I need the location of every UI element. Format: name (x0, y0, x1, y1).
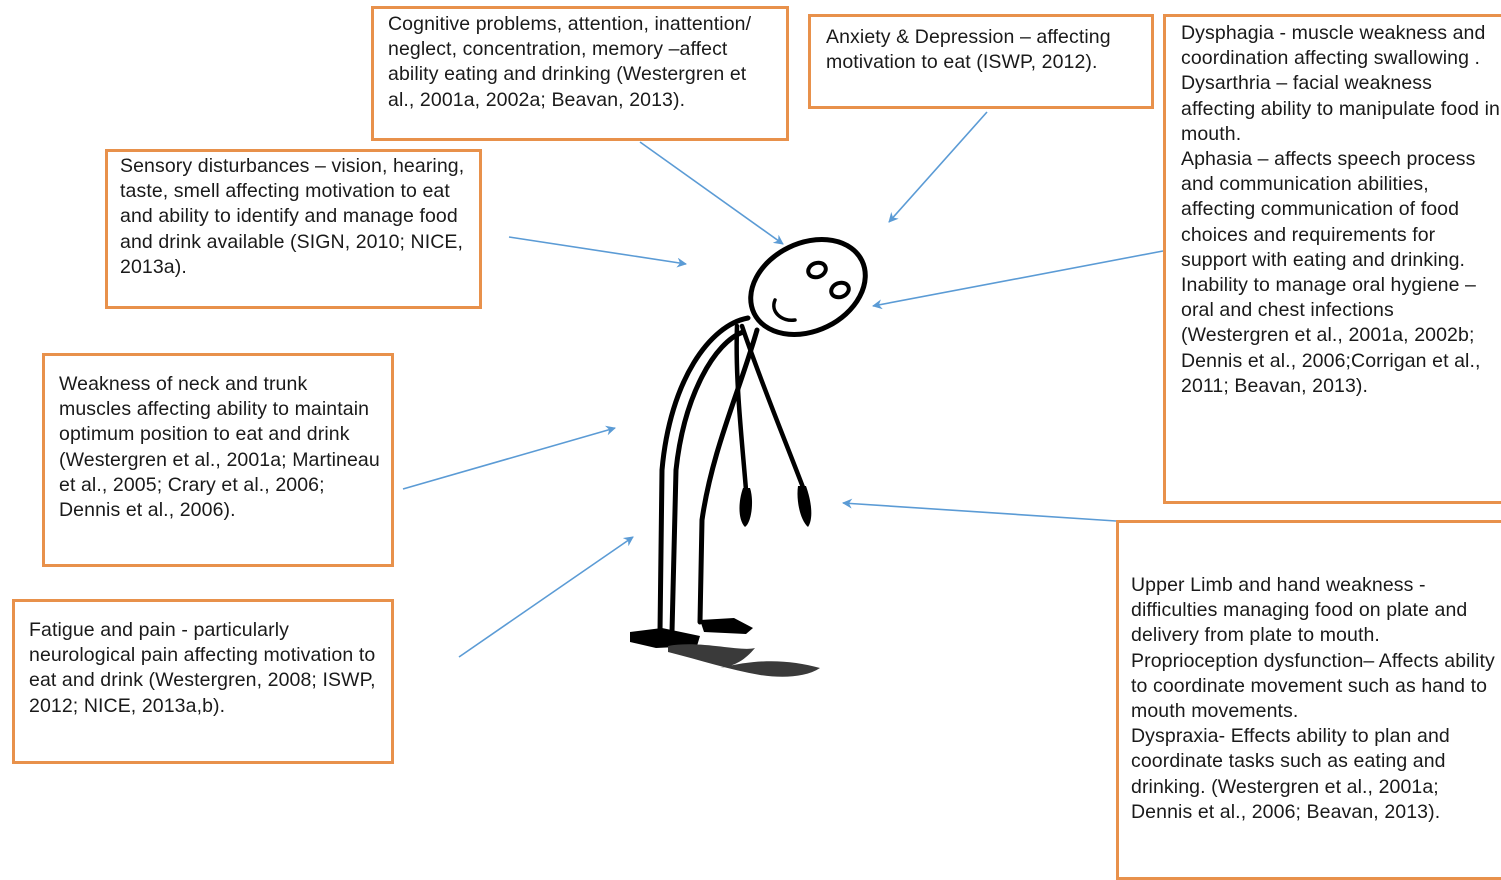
cognitive-text: Cognitive problems, attention, inattenti… (388, 13, 752, 111)
dysphagia-text: Dysphagia - muscle weakness and coordina… (1181, 22, 1486, 70)
figure-left-foot (630, 628, 700, 648)
figure-shadow (668, 644, 820, 677)
neck-trunk-weakness-box: Weakness of neck and trunk muscles affec… (42, 353, 394, 567)
upper-limb-box: Upper Limb and hand weakness - difficult… (1116, 520, 1501, 880)
figure-left-hand (739, 488, 753, 527)
sad-stick-figure-icon (657, 237, 868, 635)
figure-front (697, 327, 760, 625)
arrow-upper-limb (842, 498, 1117, 522)
weakness-text: Weakness of neck and trunk muscles affec… (59, 373, 380, 522)
figure-right-hand (797, 486, 812, 527)
figure-mouth (772, 298, 797, 322)
aphasia-text: Aphasia – affects speech process and com… (1181, 148, 1476, 271)
oral-hygiene-text: Inability to manage oral hygiene – oral … (1181, 274, 1481, 397)
figure-back (657, 315, 751, 635)
figure-right-arm (739, 323, 807, 493)
arrow-sensory (508, 236, 687, 268)
upper-limb-text: Upper Limb and hand weakness - difficult… (1131, 574, 1468, 647)
anxiety-text: Anxiety & Depression – affecting motivat… (826, 26, 1111, 74)
figure-left-eye (806, 260, 828, 280)
anxiety-depression-box: Anxiety & Depression – affecting motivat… (808, 14, 1154, 109)
proprioception-text: Proprioception dysfunction– Affects abil… (1131, 649, 1495, 723)
sensory-text: Sensory disturbances – vision, hearing, … (120, 155, 465, 278)
sensory-disturbances-box: Sensory disturbances – vision, hearing, … (105, 149, 482, 309)
figure-right-foot (700, 618, 753, 634)
figure-head (748, 237, 868, 337)
fatigue-text: Fatigue and pain - particularly neurolog… (29, 619, 376, 717)
fatigue-pain-box: Fatigue and pain - particularly neurolog… (12, 599, 394, 764)
cognitive-box: Cognitive problems, attention, inattenti… (371, 6, 789, 141)
arrow-anxiety (888, 111, 988, 223)
figure-right-eye (829, 280, 851, 300)
arrow-weakness (402, 425, 616, 490)
arrow-dysphagia (872, 250, 1164, 310)
dysphagia-box: Dysphagia - muscle weakness and coordina… (1163, 14, 1501, 504)
dyspraxia-text: Dyspraxia- Effects ability to plan and c… (1131, 725, 1450, 823)
dysarthria-text: Dysarthria – facial weakness affecting a… (1181, 72, 1500, 145)
arrow-cognitive (639, 141, 784, 245)
figure-left-arm (734, 323, 749, 493)
arrow-fatigue (458, 536, 634, 658)
